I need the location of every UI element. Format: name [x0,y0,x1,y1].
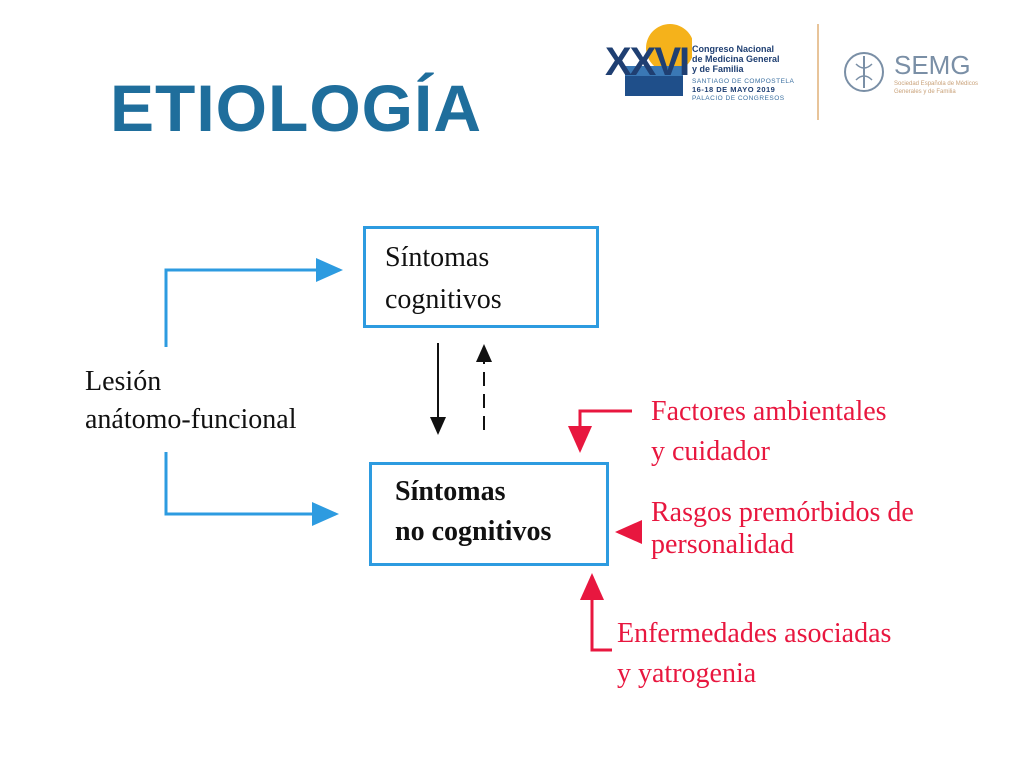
semg-sub-line: Generales y de Familia [894,89,956,95]
cognitive-line: Síntomas [385,242,490,273]
lesion-to-cognitive-arrow [164,258,343,347]
congress-numeral: XXVI [605,40,690,84]
noncognitive-line: no cognitivos [395,516,552,547]
noncognitive-symptoms-box [369,462,609,566]
associated-diseases-label: Enfermedades asociadas y yatrogenia [617,614,891,694]
environmental-arrow [568,409,632,453]
logo-divider [817,24,819,120]
congress-venue: PALACIO DE CONGRESOS [692,95,785,102]
lesion-line: Lesión [85,366,162,397]
semg-subtitle: Sociedad Española de Médicos Generales y… [894,80,978,96]
lesion-to-noncognitive-arrow [164,452,339,526]
cognitive-line: cognitivos [385,284,502,315]
lesion-line: anátomo-funcional [85,404,297,435]
environmental-line: y cuidador [651,436,770,467]
page-title: ETIOLOGÍA [110,71,482,145]
semg-name: SEMG [894,50,971,80]
header-logos: XXVI Congreso Nacional de Medicina Gener… [600,18,1000,128]
environmental-factors-label: Factores ambientales y cuidador [651,392,887,472]
semg-emblem-icon [844,52,884,92]
congress-line: de Medicina General [692,54,780,64]
premorbid-line: personalidad [651,529,795,560]
congress-dates: 16-18 DE MAYO 2019 [692,85,776,94]
diseases-line: Enfermedades asociadas [617,618,892,649]
diseases-line: y yatrogenia [617,658,757,689]
cognitive-symptoms-label: Síntomas cognitivos [385,237,502,321]
environmental-line: Factores ambientales [651,396,887,427]
premorbid-line: Rasgos premórbidos de [651,497,914,528]
congress-sun-icon [625,24,692,96]
congress-details: SANTIAGO DE COMPOSTELA 16-18 DE MAYO 201… [692,78,794,103]
cognitive-symptoms-box [363,226,599,328]
premorbid-traits-label: Rasgos premórbidos de personalidad [651,497,914,561]
lesion-label: Lesión anátomo-funcional [85,363,296,439]
noncognitive-symptoms-label: Síntomas no cognitivos [395,472,551,552]
congress-line: y de Familia [692,64,744,74]
semg-sub-line: Sociedad Española de Médicos [894,81,979,87]
noncognitive-line: Síntomas [395,476,506,507]
congress-line: Congreso Nacional [692,44,775,54]
diseases-arrow [580,573,612,652]
congress-city: SANTIAGO DE COMPOSTELA [692,78,795,85]
congress-name: Congreso Nacional de Medicina General y … [692,44,780,74]
